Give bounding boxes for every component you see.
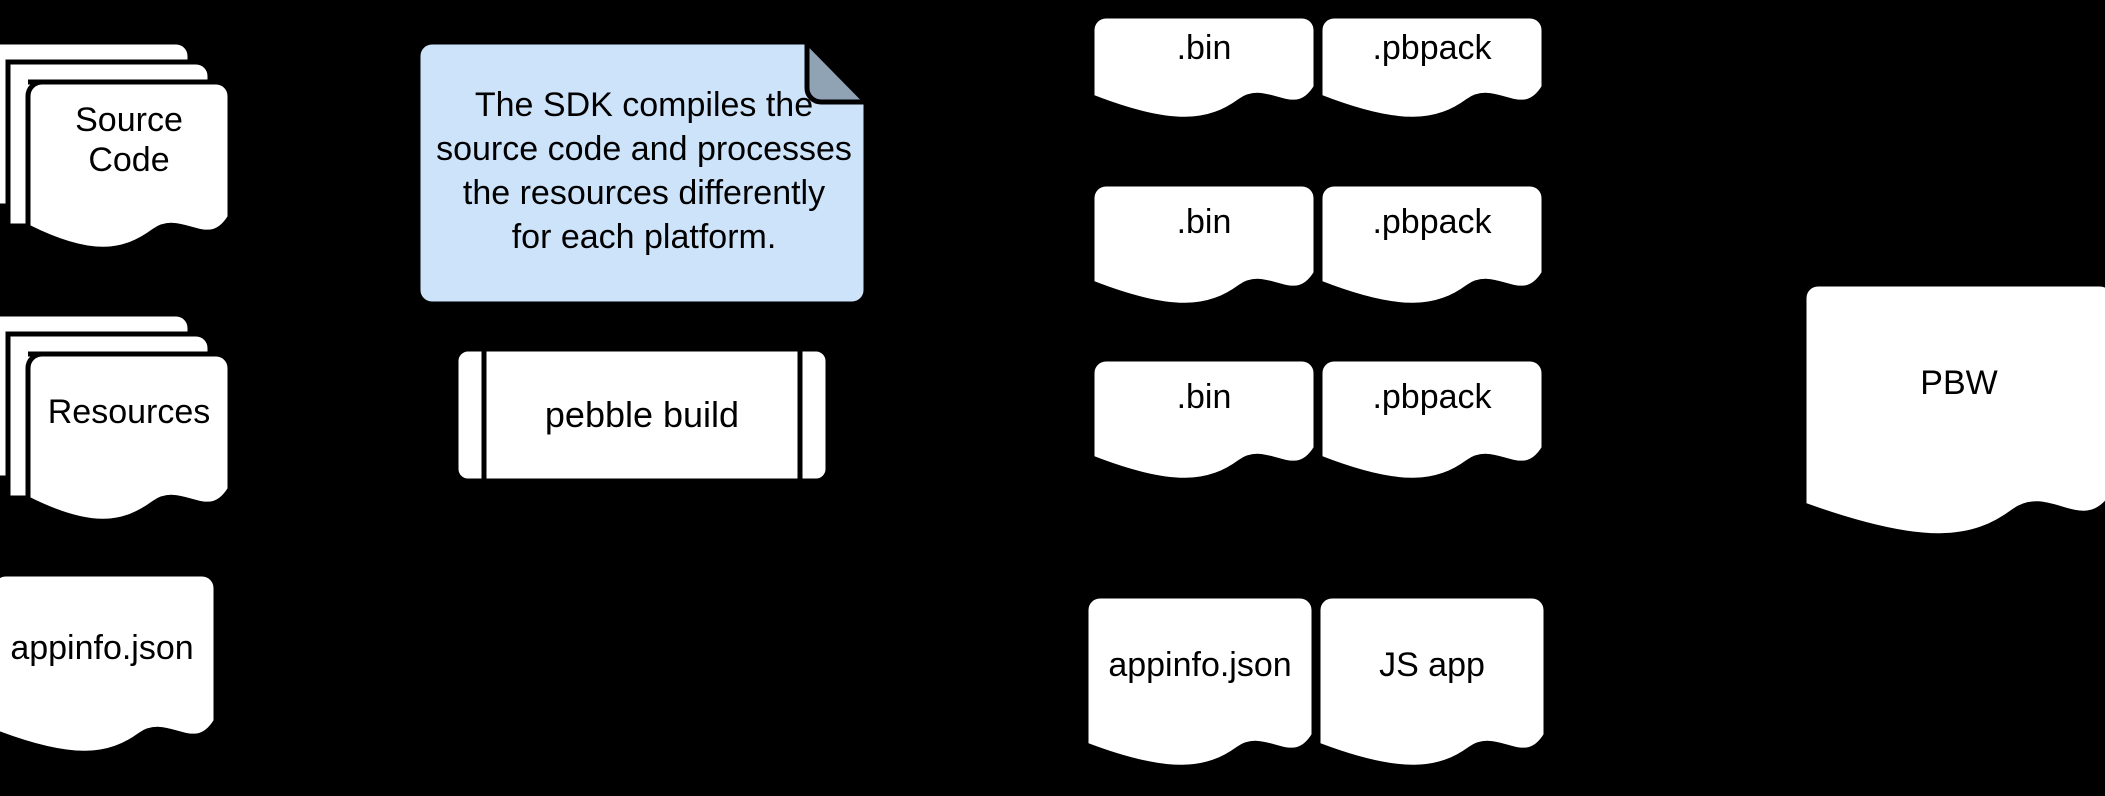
- bin-doc-3: [1089, 356, 1319, 483]
- bin-doc-2: [1089, 181, 1319, 308]
- pbw-bundle-doc[interactable]: PBW: [1800, 280, 2105, 550]
- note-fold-icon: [804, 39, 869, 105]
- output-row-3: .bin .pbpack: [1088, 355, 1548, 485]
- appinfo-output-doc: [1083, 593, 1317, 770]
- js-app-doc: [1315, 593, 1549, 770]
- sdk-note[interactable]: The SDK compiles the source code and pro…: [414, 38, 874, 307]
- resources-stack-front-sheet: [25, 351, 233, 524]
- pbpack-doc-3: [1317, 356, 1547, 483]
- bin-doc-1: [1089, 13, 1319, 122]
- resources-stack[interactable]: Resources: [0, 300, 240, 530]
- output-row-1: .bin .pbpack: [1088, 0, 1548, 122]
- pebble-build-process[interactable]: pebble build: [452, 345, 832, 485]
- source-code-stack-front-sheet: [25, 79, 233, 252]
- output-row-extras: appinfo.json JS app: [1082, 592, 1552, 778]
- source-code-stack[interactable]: Source Code: [0, 28, 240, 258]
- appinfo-input-doc[interactable]: appinfo.json: [0, 570, 238, 770]
- note-body-shape: [415, 39, 869, 307]
- output-row-2: .bin .pbpack: [1088, 180, 1548, 310]
- document-shape: [0, 571, 219, 756]
- pbpack-doc-1: [1317, 13, 1547, 122]
- document-shape: [1801, 281, 2105, 539]
- pbpack-doc-2: [1317, 181, 1547, 308]
- process-outer-rect: [453, 346, 831, 484]
